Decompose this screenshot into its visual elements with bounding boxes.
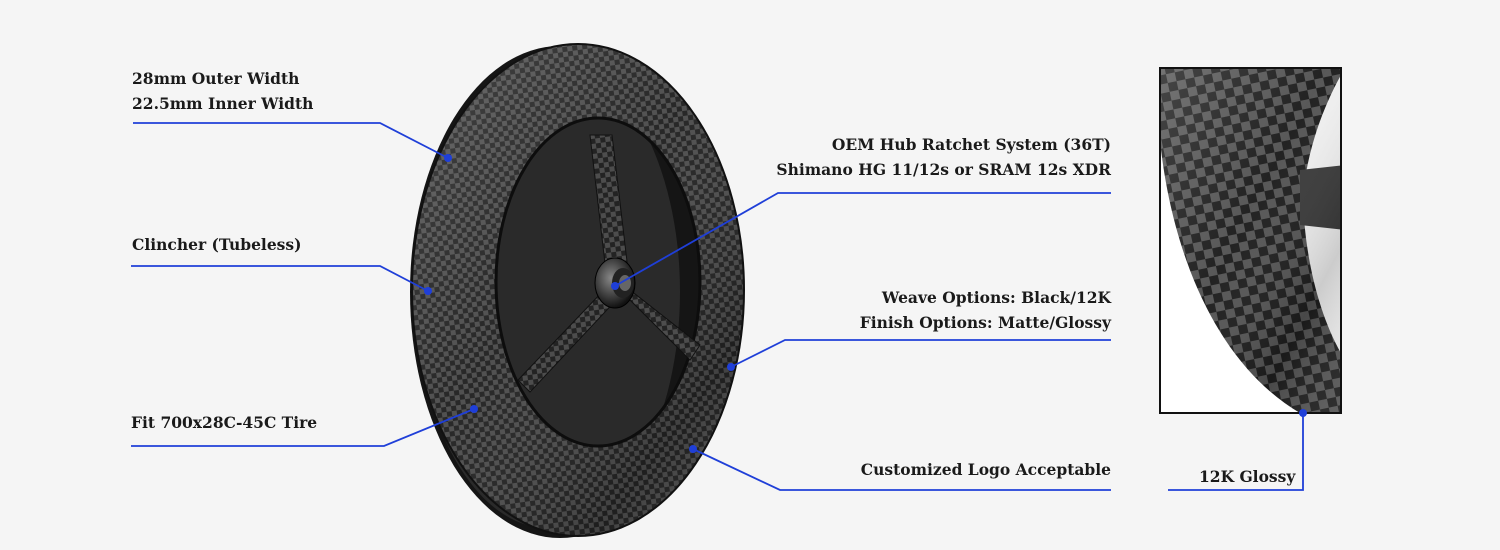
leader-line-detail [1168,413,1304,491]
dot-rim-width [444,154,452,162]
finish-options-text: Finish Options: Matte/Glossy [859,313,1111,332]
callout-hub: OEM Hub Ratchet System (36T) Shimano HG … [776,132,1111,182]
tire-fit-text: Fit 700x28C-45C Tire [131,413,318,432]
callout-rim-width: 28mm Outer Width 22.5mm Inner Width [132,66,313,116]
logo-text: Customized Logo Acceptable [860,460,1111,479]
leader-line-logo [692,448,1111,491]
callout-rim-type: Clincher (Tubeless) [132,232,301,257]
dot-weave [727,363,735,371]
callout-detail: 12K Glossy [1199,464,1295,489]
detail-finish-text: 12K Glossy [1199,467,1296,486]
dot-tire-fit [470,405,478,413]
dot-detail [1299,409,1307,417]
callout-logo: Customized Logo Acceptable [861,457,1111,482]
leader-line-rim-type [131,265,429,292]
rim-type-text: Clincher (Tubeless) [132,235,302,254]
weave-options-text: Weave Options: Black/12K [881,288,1111,307]
tri-spoke [517,134,701,393]
rim-face [380,30,780,550]
leader-line-weave [730,339,1111,368]
leader-line-rim-width [133,122,449,159]
rim-outer-width-text: 28mm Outer Width [132,69,300,88]
detail-inset [1159,67,1342,414]
leader-line-tire-fit [131,408,475,447]
dot-rim-type [424,287,432,295]
rim-inner-width-text: 22.5mm Inner Width [132,94,314,113]
callout-weave: Weave Options: Black/12K Finish Options:… [860,285,1111,335]
dot-logo [689,445,697,453]
leader-line-hub [614,192,1111,287]
hub-compat-text: Shimano HG 11/12s or SRAM 12s XDR [776,160,1111,179]
dot-hub [611,282,619,290]
hub-ratchet-text: OEM Hub Ratchet System (36T) [831,135,1111,154]
callout-tire-fit: Fit 700x28C-45C Tire [131,410,317,435]
